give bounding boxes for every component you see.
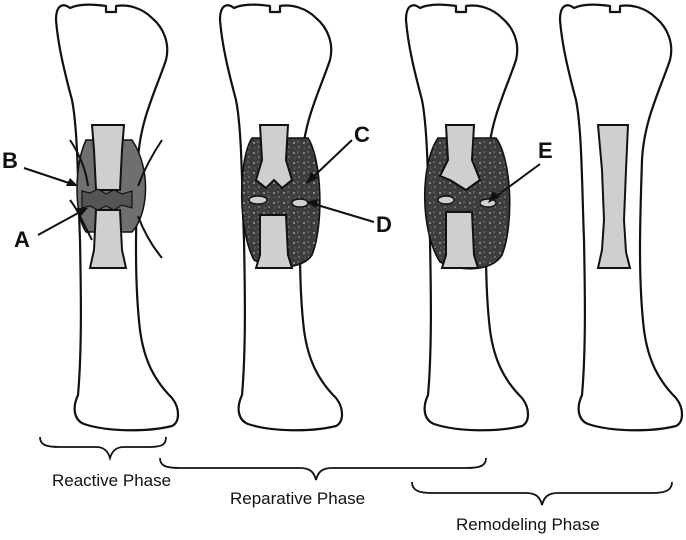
arrow-a: [37, 208, 88, 236]
arrow-b: [23, 167, 78, 186]
brace-remodeling: [411, 481, 673, 506]
bone-hard-callus: [404, 3, 530, 432]
arrow-c: [306, 139, 353, 184]
label-c: C: [354, 122, 370, 147]
label-b: B: [2, 148, 18, 173]
arrow-e: [488, 163, 541, 203]
label-d: D: [376, 212, 392, 237]
label-e: E: [538, 138, 553, 163]
bone-reactive: [54, 3, 180, 432]
bone-reparative: [218, 3, 344, 432]
phase-label-reactive: Reactive Phase: [52, 471, 171, 490]
label-a: A: [14, 227, 30, 252]
phase-label-reparative: Reparative Phase: [230, 489, 365, 508]
arrow-d: [306, 199, 375, 223]
phase-label-remodeling: Remodeling Phase: [456, 515, 600, 534]
brace-reactive: [39, 436, 167, 462]
brace-reparative: [159, 457, 487, 481]
bone-remodeling: [558, 3, 684, 432]
